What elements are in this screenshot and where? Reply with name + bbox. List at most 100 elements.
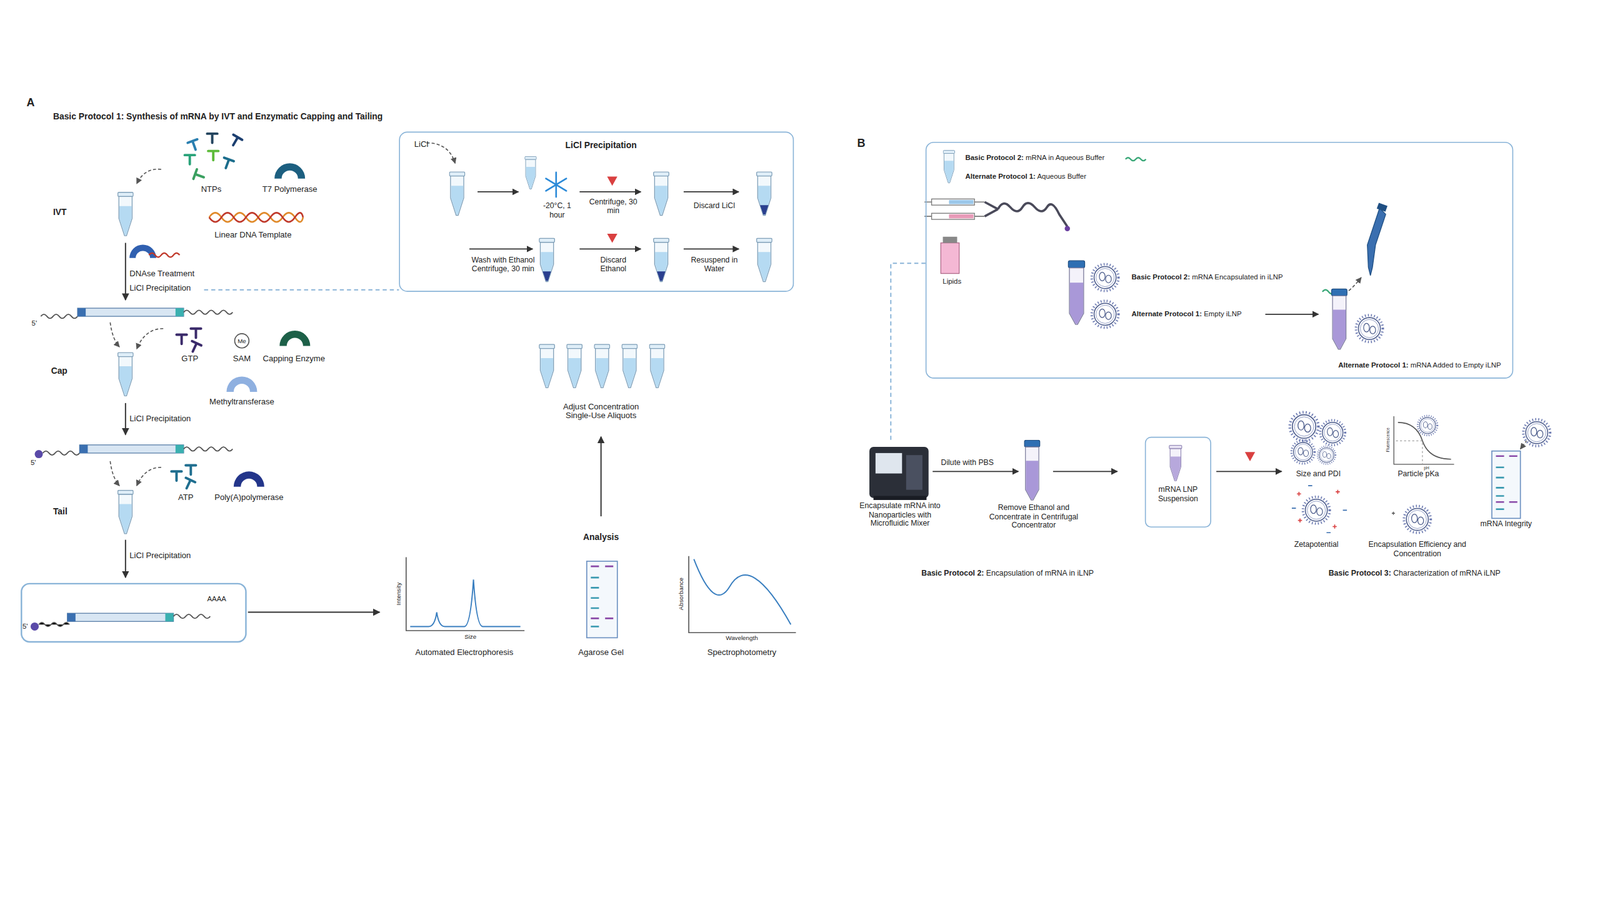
label: NTPs — [201, 185, 222, 195]
suspension-box: mRNA LNP Suspension — [1145, 436, 1211, 528]
label: mRNA Integrity — [1480, 520, 1532, 530]
label: LiCl Precipitation — [129, 414, 191, 424]
panel-a-art-path — [248, 611, 380, 614]
syringes-rect — [948, 214, 974, 219]
agarose-gel-g-path — [590, 625, 599, 628]
panel-b-art-use — [1331, 288, 1348, 349]
ntp-icons-path — [228, 135, 242, 149]
atp-icons — [171, 465, 196, 490]
panel-a-art-path — [600, 436, 602, 517]
label: Spectrophotometry — [707, 648, 777, 658]
label: Size and PDI — [1296, 470, 1341, 480]
panel-b-art-path — [1125, 157, 1147, 161]
node-text: Centrifuge, 30 min — [583, 198, 644, 216]
label: Me — [237, 337, 247, 345]
mrna-strand-2 — [35, 445, 234, 459]
heading: Basic Protocol 1: Synthesis of mRNA by I… — [53, 112, 383, 123]
panel-b-art-path — [1520, 440, 1527, 449]
protocol-panel: Basic Protocol 2: mRNA in Aqueous Buffer… — [925, 141, 1514, 379]
mrna-strand-1 — [40, 308, 233, 319]
mrna-strand-1-rect — [77, 308, 184, 317]
node-text: -20°C, 1 hour — [535, 201, 579, 220]
ntp-icons-path — [221, 157, 234, 170]
label: Encapsulation Efficiency and Concentrati… — [1366, 540, 1469, 559]
microfluidic-mixer-rect — [875, 453, 902, 474]
snowflake-icon-path — [545, 172, 567, 197]
panel-b-art-circle — [1065, 225, 1070, 231]
mrna-strand-3-path — [173, 614, 211, 619]
axis-label: Intensity — [395, 582, 403, 606]
licl-box-art-use — [525, 156, 537, 189]
panel-b-art-path — [932, 470, 1019, 472]
heading: IVT — [53, 208, 67, 219]
mrna-strand-3-rect — [67, 613, 76, 622]
pipette-icon — [1367, 208, 1386, 276]
syringes-rect — [931, 213, 975, 220]
node-text: Alternate Protocol 1: Empty iLNP — [1131, 310, 1242, 319]
panel-a-art-path — [136, 169, 162, 184]
label: DNAse Treatment — [129, 269, 195, 279]
agarose-gel-rect — [586, 561, 618, 638]
licl-box-art-use — [756, 238, 772, 282]
ntp-icons-path — [206, 133, 217, 144]
label: Capping Enzyme — [262, 354, 325, 364]
mrna-strand-3-path — [38, 622, 70, 627]
label: Adjust Concentration Single-Use Aliquots — [550, 401, 652, 421]
integrity-gel-g-path — [1495, 501, 1517, 504]
sam-icon — [235, 333, 250, 349]
panel-b-art-use — [1024, 440, 1040, 500]
text-prefix: Basic Protocol 2: — [965, 154, 1024, 162]
integrity-gel-rect — [1491, 451, 1521, 519]
mrna-strand-2-rect — [175, 445, 184, 454]
node-text: Alternate Protocol 1: mRNA Added to Empt… — [1338, 361, 1501, 370]
agarose-gel — [586, 561, 618, 638]
syringes-path — [924, 215, 985, 217]
panel-b-art-use — [1068, 260, 1085, 325]
syringes — [924, 198, 985, 220]
label: Methyltransferase — [209, 396, 275, 407]
aliquots — [539, 344, 665, 388]
mrna-strand-3-circle — [30, 622, 39, 631]
microfluidic-mixer-rect — [906, 455, 923, 490]
ntp-icons-path — [193, 169, 205, 182]
panel-a-art-use — [118, 192, 134, 236]
node-text: Discard Ethanol — [586, 256, 640, 274]
charge-marks-path — [1296, 490, 1340, 529]
axis-label: Fluorescence — [1386, 427, 1392, 452]
licl-box-art-path — [683, 248, 739, 250]
gtp-icons-path — [176, 335, 187, 345]
label: 5' — [31, 319, 38, 328]
panel-a-art-path — [110, 322, 120, 347]
mrna-strand-1-rect — [77, 308, 86, 317]
size-icon-use — [1317, 446, 1336, 465]
licl-box-art-use — [539, 238, 555, 282]
integrity-gel-g-path — [1495, 508, 1504, 510]
node-text: Alternate Protocol 1: Aqueous Buffer — [965, 172, 1087, 181]
agarose-gel-g-path — [590, 577, 599, 609]
panel-a-art-use — [118, 352, 134, 396]
label: LiCl Precipitation — [129, 551, 191, 561]
text-prefix: Basic Protocol 3: — [1328, 568, 1392, 578]
spectro-chart — [688, 556, 796, 633]
panel-a-art-path — [148, 253, 180, 258]
panel-b-art-use — [1091, 300, 1119, 328]
panel-b-art-rect — [943, 236, 958, 244]
licl-box-art-path — [606, 233, 617, 244]
integrity-gel-g-path — [1495, 455, 1517, 457]
lipid-vial — [940, 243, 959, 274]
heading: Analysis — [583, 532, 619, 543]
label: ATP — [178, 493, 194, 503]
panel-a-art — [21, 133, 796, 642]
label: Basic Protocol 2: Encapsulation of mRNA … — [921, 569, 1094, 579]
mrna-strand-3 — [30, 613, 210, 631]
mrna-strand-2-rect — [79, 445, 88, 454]
label: 5' — [22, 622, 29, 631]
heading: B — [856, 136, 865, 150]
integrity-gel — [1491, 451, 1521, 519]
axis-label: Absorbance — [678, 577, 685, 610]
licl-box-art-path — [579, 248, 641, 250]
panel-a-art-path — [204, 289, 400, 291]
panel-a-art-path — [110, 461, 120, 486]
label: Zetapotential — [1294, 540, 1339, 550]
